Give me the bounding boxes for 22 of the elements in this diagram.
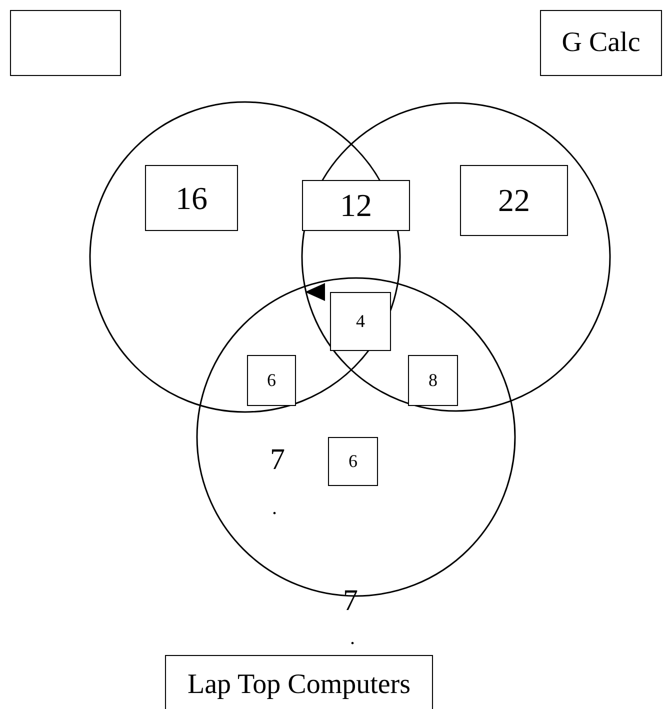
count-box <box>330 292 391 351</box>
count-text: 16 <box>176 180 208 216</box>
count-label: . <box>272 498 277 518</box>
count-text: 22 <box>498 182 530 219</box>
category-label: G Calc <box>562 27 640 59</box>
category-box <box>540 10 662 76</box>
category-box <box>165 655 433 709</box>
count-box <box>302 180 410 231</box>
count-box <box>408 355 458 406</box>
count-text: 4 <box>356 311 365 332</box>
count-box <box>247 355 296 406</box>
count-box <box>460 165 568 236</box>
count-box <box>145 165 238 231</box>
count-text: 6 <box>267 370 276 391</box>
count-box <box>328 437 378 486</box>
category-label: Lap Top Computers <box>187 669 411 701</box>
count-text: 12 <box>340 187 372 224</box>
count-text: 8 <box>428 370 438 391</box>
count-text: 6 <box>348 451 358 472</box>
count-label: 7 <box>270 445 285 475</box>
category-box <box>10 10 121 76</box>
count-label: . <box>350 628 355 648</box>
